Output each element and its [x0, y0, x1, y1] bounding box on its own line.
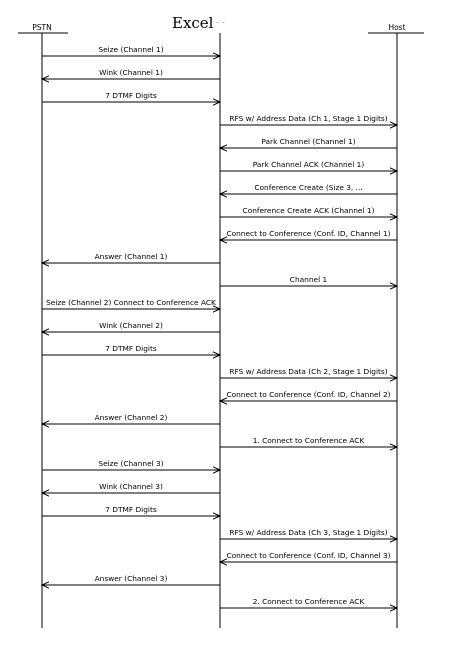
message-5: Park Channel (Channel 1)	[218, 137, 397, 152]
arrowhead-icon	[389, 604, 399, 612]
message-17: Answer (Channel 2)	[40, 413, 220, 428]
message-label: Answer (Channel 2)	[95, 413, 168, 422]
arrowhead-icon	[212, 52, 222, 60]
message-18: 1. Connect to Conference ACK	[220, 436, 399, 451]
message-label: Answer (Channel 3)	[95, 574, 168, 583]
message-label: Wink (Channel 1)	[99, 68, 163, 77]
message-label: RFS w/ Address Data (Ch 1, Stage 1 Digit…	[229, 114, 387, 123]
message-label: Channel 1	[290, 275, 328, 284]
message-label: Answer (Channel 1)	[95, 252, 168, 261]
message-25: 2. Connect to Conference ACK	[220, 597, 399, 612]
message-3: 7 DTMF Digits	[42, 91, 222, 106]
message-label: Park Channel (Channel 1)	[261, 137, 355, 146]
arrowhead-icon	[212, 98, 222, 106]
message-label: RFS w/ Address Data (Ch 3, Stage 1 Digit…	[229, 528, 387, 537]
message-12: Seize (Channel 2) Connect to Conference …	[42, 298, 222, 313]
arrowhead-icon	[212, 305, 222, 313]
message-15: RFS w/ Address Data (Ch 2, Stage 1 Digit…	[220, 367, 399, 382]
arrowhead-icon	[212, 466, 222, 474]
message-9: Connect to Conference (Conf. ID, Channel…	[218, 229, 397, 244]
arrowhead-icon	[218, 190, 228, 198]
message-label: Seize (Channel 2) Connect to Conference …	[46, 298, 216, 307]
message-label: RFS w/ Address Data (Ch 2, Stage 1 Digit…	[229, 367, 387, 376]
message-20: Wink (Channel 3)	[40, 482, 220, 497]
message-24: Answer (Channel 3)	[40, 574, 220, 589]
message-4: RFS w/ Address Data (Ch 1, Stage 1 Digit…	[220, 114, 399, 129]
message-label: Seize (Channel 1)	[98, 45, 163, 54]
message-label: Wink (Channel 2)	[99, 321, 163, 330]
host-header-label: Host	[388, 23, 405, 32]
message-label: Connect to Conference (Conf. ID, Channel…	[226, 229, 390, 238]
arrowhead-icon	[389, 443, 399, 451]
message-label: Conference Create ACK (Channel 1)	[243, 206, 375, 215]
message-21: 7 DTMF Digits	[42, 505, 222, 520]
arrowhead-icon	[212, 351, 222, 359]
arrowhead-icon	[218, 397, 228, 405]
arrowhead-icon	[40, 581, 50, 589]
message-11: Channel 1	[220, 275, 399, 290]
arrowhead-icon	[389, 374, 399, 382]
arrowhead-icon	[389, 213, 399, 221]
message-23: Connect to Conference (Conf. ID, Channel…	[218, 551, 397, 566]
message-label: Seize (Channel 3)	[98, 459, 163, 468]
arrowhead-icon	[40, 328, 50, 336]
message-1: Seize (Channel 1)	[42, 45, 222, 60]
message-13: Wink (Channel 2)	[40, 321, 220, 336]
message-8: Conference Create ACK (Channel 1)	[220, 206, 399, 221]
message-10: Answer (Channel 1)	[40, 252, 220, 267]
arrowhead-icon	[218, 144, 228, 152]
diagram-title-faint: - -	[216, 18, 225, 28]
arrowhead-icon	[218, 558, 228, 566]
message-16: Connect to Conference (Conf. ID, Channel…	[218, 390, 397, 405]
arrowhead-icon	[218, 236, 228, 244]
message-7: Conference Create (Size 3, ...	[218, 183, 397, 198]
message-6: Park Channel ACK (Channel 1)	[220, 160, 399, 175]
message-label: 7 DTMF Digits	[105, 91, 157, 100]
message-label: 7 DTMF Digits	[105, 505, 157, 514]
message-label: Connect to Conference (Conf. ID, Channel…	[226, 551, 390, 560]
pstn-header-label: PSTN	[32, 23, 51, 32]
message-22: RFS w/ Address Data (Ch 3, Stage 1 Digit…	[220, 528, 399, 543]
arrowhead-icon	[40, 259, 50, 267]
arrowhead-icon	[40, 75, 50, 83]
message-label: Conference Create (Size 3, ...	[254, 183, 362, 192]
message-label: Connect to Conference (Conf. ID, Channel…	[226, 390, 390, 399]
arrowhead-icon	[40, 489, 50, 497]
arrowhead-icon	[389, 282, 399, 290]
message-2: Wink (Channel 1)	[40, 68, 220, 83]
message-label: 2. Connect to Conference ACK	[253, 597, 365, 606]
message-label: Park Channel ACK (Channel 1)	[253, 160, 365, 169]
message-19: Seize (Channel 3)	[42, 459, 222, 474]
message-14: 7 DTMF Digits	[42, 344, 222, 359]
diagram-title: Excel	[172, 14, 214, 32]
message-list: Seize (Channel 1) Wink (Channel 1) 7 DTMF …	[40, 45, 399, 612]
arrowhead-icon	[389, 167, 399, 175]
message-label: 1. Connect to Conference ACK	[253, 436, 365, 445]
arrowhead-icon	[40, 420, 50, 428]
arrowhead-icon	[389, 535, 399, 543]
arrowhead-icon	[389, 121, 399, 129]
message-label: 7 DTMF Digits	[105, 344, 157, 353]
arrowhead-icon	[212, 512, 222, 520]
message-label: Wink (Channel 3)	[99, 482, 163, 491]
